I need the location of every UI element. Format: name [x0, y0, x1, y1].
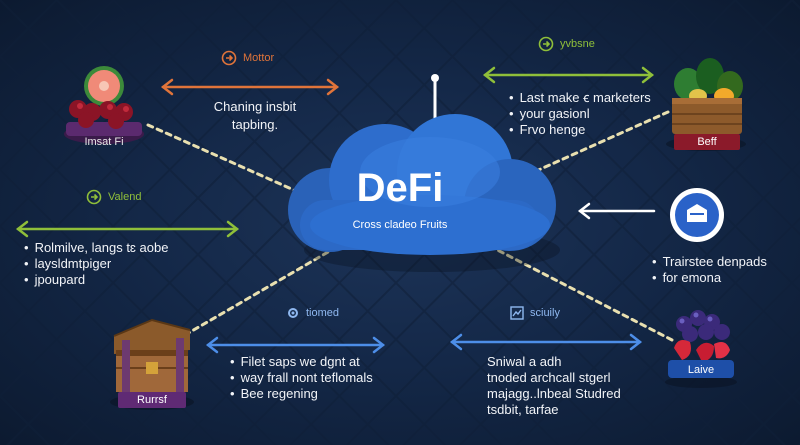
connector-top-left	[146, 123, 307, 197]
green-double-arrow-top	[482, 66, 655, 84]
blue-double-arrow-right	[449, 333, 643, 351]
node-berries-bottom-right: Laive	[660, 300, 742, 390]
top-right-bullet-2: your gasionl	[509, 106, 651, 122]
bottom-left-header: tiomed	[286, 306, 339, 320]
bottom-right-header-label: sciuily	[530, 307, 560, 319]
node-fruit-label: Imsat Fi	[84, 136, 124, 148]
top-right-bullet-1: Last make ꞓ marketers	[509, 90, 651, 106]
shield-badge-icon	[670, 188, 724, 242]
berry-bowl-icon	[665, 310, 737, 388]
top-left-header-label: Mottor	[243, 52, 275, 64]
middle-left-header: Valend	[86, 189, 141, 205]
middle-left-bullet-1: Rolmilve, langs tɛ aobe	[24, 240, 169, 256]
node-chest-label: Rurrsf	[137, 394, 167, 406]
bottom-left-bullet-3: Bee regening	[230, 386, 373, 402]
white-arrow-right	[577, 202, 656, 220]
top-left-header: Mottor	[221, 50, 274, 66]
connector-bottom-right	[476, 238, 674, 342]
node-berries-label: Laive	[687, 364, 715, 376]
bottom-left-header-label: tiomed	[306, 307, 340, 319]
top-right-bullet-3: Frvo henge	[509, 122, 651, 138]
bottom-right-header: sciuily	[510, 306, 560, 320]
circle-arrow-icon	[538, 36, 554, 52]
top-left-line-1: Chaning insbit	[213, 99, 297, 114]
node-crate-label: Beff	[697, 136, 717, 148]
node-badge-right	[668, 186, 726, 244]
bottom-right-line-4: tsdbit, tarfae	[487, 402, 559, 417]
orange-double-arrow	[160, 78, 340, 96]
cloud-title: DeFi	[356, 166, 444, 210]
circle-arrow-icon	[86, 189, 102, 205]
bottom-right-line-3: majagg..lnbeal Studred	[487, 386, 621, 401]
bottom-left-bullet-1: Filet saps we dgnt at	[230, 354, 373, 370]
middle-right-bullet-1: Trairstee denpads	[652, 254, 767, 270]
middle-right-bullet-2: for emona	[652, 270, 767, 286]
cloud-subtitle: Cross cladeo Fruits	[352, 219, 448, 231]
connector-bottom-left	[183, 246, 337, 337]
top-right-header: yvbsne	[538, 36, 595, 52]
fruit-bowl-icon	[64, 66, 144, 144]
middle-left-header-label: Valend	[108, 191, 142, 203]
top-pin-dot	[431, 74, 439, 82]
top-right-bullets: Last make ꞓ marketers your gasionl Frvo …	[509, 90, 651, 138]
bottom-right-line-1: Sniwal a adh	[487, 354, 562, 369]
circle-arrow-icon	[221, 50, 237, 66]
node-fruit-top-left: Imsat Fi	[56, 64, 152, 148]
top-right-header-label: yvbsne	[560, 38, 595, 50]
middle-left-bullet-3: jpoupard	[24, 272, 168, 288]
node-crate-top-right: Beff	[662, 52, 752, 152]
middle-left-bullet-2: laysldmtpiger	[24, 256, 168, 272]
bottom-left-bullet-2: way frall nont teflomals	[230, 370, 373, 386]
bottom-left-bullets: Filet saps we dgnt at way frall nont tef…	[230, 354, 373, 402]
defi-cloud	[288, 114, 560, 272]
green-double-arrow-left	[15, 220, 240, 238]
gear-icon	[288, 308, 298, 318]
middle-right-bullets: Trairstee denpads for emona	[652, 254, 767, 286]
middle-left-bullets: Rolmilve, langs tɛ aobe laysldmtpiger jp…	[24, 240, 169, 288]
bottom-right-line-2: tnoded archcall stgerl	[487, 370, 611, 385]
top-left-line-2: tapbing.	[231, 117, 279, 132]
blue-double-arrow-left	[205, 336, 386, 354]
node-chest-bottom-left: Rurrsf	[104, 310, 200, 410]
chart-icon	[510, 306, 524, 320]
